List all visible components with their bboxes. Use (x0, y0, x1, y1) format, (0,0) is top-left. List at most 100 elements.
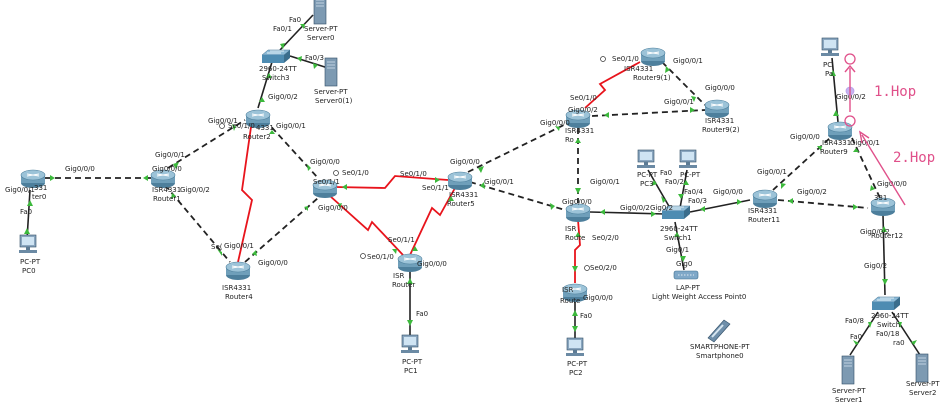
link-up-indicator (313, 63, 318, 69)
port-label: Se0/1/0 (612, 55, 639, 63)
port-label: Gig0/0/1 (850, 139, 880, 147)
link-up-indicator (338, 203, 342, 209)
device-name: PC3 (640, 180, 654, 188)
device-router4[interactable]: ISR4331 Router4 (222, 261, 253, 301)
device-server0-1[interactable]: Server-PT Server0(1) (314, 57, 353, 105)
device-pc0[interactable]: PC-PT PC0 (18, 234, 41, 275)
device-pc2[interactable]: PC-PT PC2 (565, 337, 588, 377)
serial-clock-markers (219, 56, 606, 271)
hop-arrow (859, 130, 870, 144)
link-state-layer (24, 24, 917, 345)
device-model: ISR4331 (449, 191, 478, 199)
port-label: ra0 (893, 339, 905, 347)
hop-marker (844, 115, 856, 127)
port-label: Gig0/0/1 (155, 151, 185, 159)
link-up-indicator (259, 97, 265, 102)
link-up-indicator (575, 138, 581, 143)
link-up-indicator (680, 256, 686, 262)
device-model: 2960-24TT (871, 312, 909, 320)
device-ap0[interactable]: LAP-PT Light Weight Access Point0 (652, 270, 746, 301)
port-label: Gig0/0/2 (860, 228, 890, 236)
device-name: PC0 (22, 267, 36, 275)
link-up-indicator (171, 193, 176, 199)
device-model: ISR4331 (624, 65, 653, 73)
port-label: Se0/1/0 (228, 122, 255, 130)
hop1-annotation: 1.Hop (874, 84, 916, 100)
link-router1-router4 (164, 184, 231, 263)
device-name: Router11 (748, 216, 780, 224)
device-name: Router (392, 281, 415, 289)
device-router1[interactable]: ISR4331 Router1 (150, 169, 181, 203)
port-label: Gig0 (676, 260, 692, 268)
link-up-indicator (830, 70, 836, 76)
link-up-indicator (882, 279, 888, 285)
device-router0[interactable]: 331 ter0 (20, 169, 47, 201)
port-label: Fa0 (416, 310, 428, 318)
device-model: LAP-PT (676, 284, 701, 292)
port-label: Gig0/0/0 (562, 198, 592, 206)
device-name: Router9 (820, 148, 848, 156)
port-label: Se0/1/0 (400, 170, 427, 178)
port-label: Se0/1/1 (313, 178, 340, 186)
device-router9-2[interactable]: ISR4331 Router9(2) (702, 99, 740, 134)
device-router9-1[interactable]: ISR4331 Router9(1) (624, 47, 671, 82)
hop-marker (844, 53, 856, 65)
link-up-indicator (304, 206, 308, 211)
link-up-indicator (868, 322, 872, 328)
clock-icon (219, 123, 225, 129)
link-router2-router4-serial (237, 119, 253, 263)
port-label: Fa0/8 (845, 317, 864, 325)
port-label: Fa0/3 (688, 197, 707, 205)
smartphone-icon (707, 319, 731, 343)
device-router5[interactable]: ISR4331 Router5 (447, 171, 478, 208)
device-server2[interactable]: Server-PT Server2 (906, 353, 940, 397)
device-pc-top[interactable]: PC Pa (820, 37, 840, 78)
link-up-indicator (448, 196, 454, 201)
link-up-indicator (678, 194, 684, 199)
device-switch3[interactable]: 2960-24TT Switch3 (259, 49, 297, 82)
link-router3-router5-serial (334, 175, 449, 189)
port-label: Gig0/0/2 (620, 204, 650, 212)
device-router12[interactable]: 331 Router12 (870, 194, 903, 240)
link-up-indicator (252, 250, 257, 256)
hop-annotations: 1.Hop 2.Hop (844, 53, 935, 206)
link-switchr-server1 (849, 311, 879, 356)
device-name: Pa (825, 70, 833, 78)
device-router-mid[interactable]: ISR Route (560, 283, 588, 305)
link-up-indicator (407, 278, 413, 284)
link-up-indicator (788, 198, 793, 204)
device-pc3[interactable]: PC-PT PC3 (636, 149, 658, 188)
link-up-indicator (550, 203, 555, 210)
device-router2[interactable]: 4331 Router2 (243, 109, 274, 141)
hop-arrow (844, 64, 856, 73)
pc-icon (636, 149, 656, 169)
port-label: Fa0/18 (876, 330, 899, 338)
device-model: ISR4331 (748, 207, 777, 215)
link-up-indicator (27, 200, 33, 206)
link-up-indicator (143, 175, 148, 181)
link-up-indicator (435, 177, 440, 183)
device-server0[interactable]: Server-PT Server0 (304, 0, 338, 42)
server-icon (841, 355, 855, 385)
device-router9[interactable]: ISR4331 Router9 (820, 121, 853, 156)
device-switch-r[interactable]: 2960-24TT Switch (871, 296, 909, 329)
device-pc1[interactable]: PC-PT PC1 (400, 334, 423, 375)
port-label: Gig0/0/1 (484, 178, 514, 186)
link-router9-pctop (831, 57, 839, 123)
device-router8[interactable]: ISR4331 Ro (565, 109, 594, 144)
device-model: PC (823, 61, 832, 69)
device-model: Server-PT (304, 25, 338, 33)
port-label: Gig0/0/2 (797, 188, 827, 196)
device-smartphone0[interactable]: SMARTPHONE-PT Smartphone0 (690, 319, 750, 360)
link-switchr-server2 (891, 311, 921, 356)
link-up-indicator (853, 148, 859, 152)
link-up-indicator (853, 204, 858, 210)
device-router11[interactable]: ISR4331 Router11 (748, 189, 780, 224)
device-router7[interactable]: ISR Route (565, 203, 591, 242)
device-server1[interactable]: Server-PT Server1 (832, 355, 866, 404)
device-pc4[interactable]: PC-PT (678, 149, 701, 179)
device-router6[interactable]: ISR Router (392, 253, 423, 289)
device-model: PC-PT (20, 258, 41, 266)
device-switch1[interactable]: 2960-24TT Switch1 (660, 205, 698, 242)
